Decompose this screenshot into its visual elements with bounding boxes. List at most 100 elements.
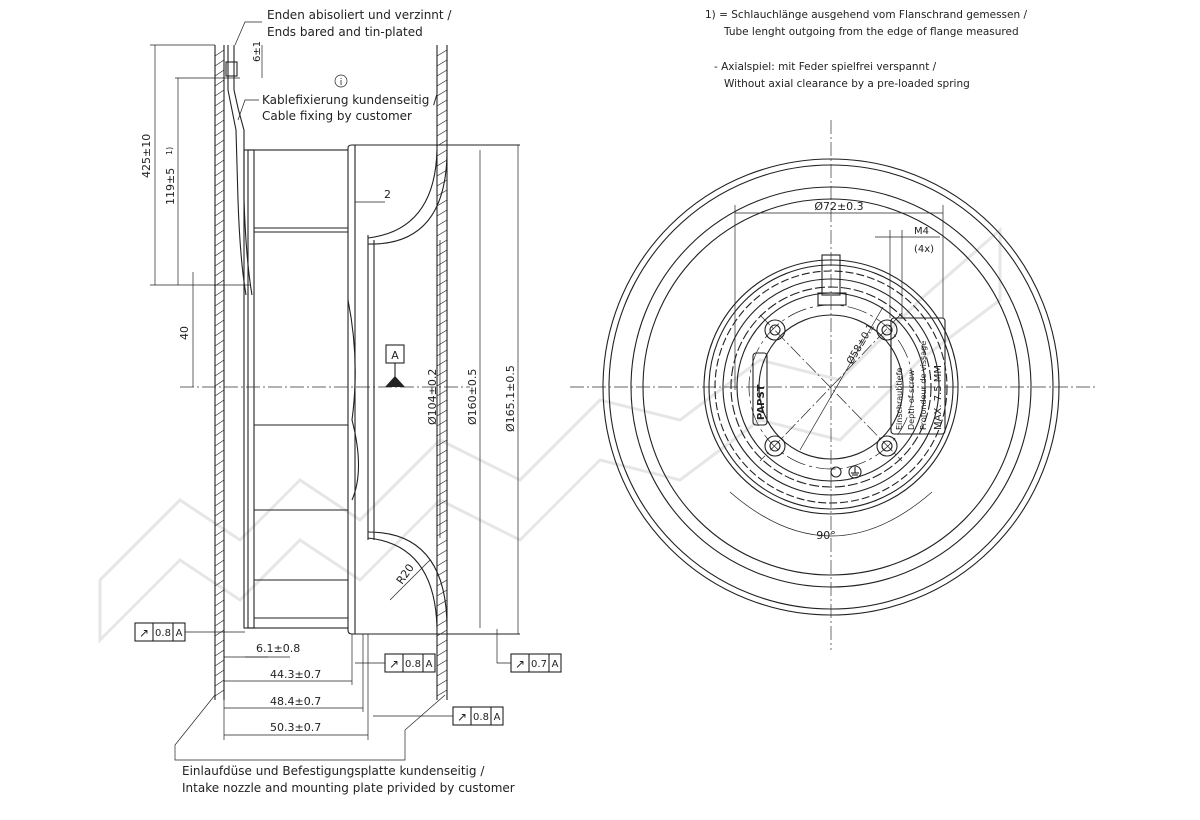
runout-symbol: ↗ bbox=[457, 710, 467, 724]
hatch-line bbox=[214, 569, 225, 577]
cable-sleeve bbox=[225, 61, 238, 77]
dim-425: 425±10 bbox=[140, 134, 153, 178]
footnote-en: Tube lenght outgoing from the edge of fl… bbox=[723, 26, 1019, 38]
hatch-line bbox=[214, 139, 225, 147]
hatch-line bbox=[214, 599, 225, 607]
hatch-line bbox=[436, 379, 448, 387]
hatch-line bbox=[436, 669, 448, 677]
dim-m4-count: (4x) bbox=[914, 244, 934, 255]
hatch-line bbox=[436, 259, 448, 267]
hatch-line bbox=[436, 339, 448, 347]
brand-logo: PAPST bbox=[756, 384, 767, 420]
hatch-line bbox=[436, 289, 448, 297]
hatch-line bbox=[436, 419, 448, 427]
hatch-line bbox=[436, 629, 448, 637]
hatch-line bbox=[436, 119, 448, 127]
hatch-line bbox=[436, 69, 448, 77]
brand-plate bbox=[752, 352, 768, 426]
leader-lines bbox=[234, 21, 262, 121]
tolerance-datum: A bbox=[176, 628, 183, 639]
intake-nozzle-bottom bbox=[367, 531, 448, 629]
axial-play-de: - Axialspiel: mit Feder spielfrei verspa… bbox=[714, 61, 937, 73]
tolerance-frame-3: ↗ 0.7 A bbox=[496, 629, 562, 673]
hatch-line bbox=[214, 469, 225, 477]
hatch-line bbox=[436, 679, 448, 687]
watermark bbox=[98, 226, 1002, 644]
hatch-line bbox=[436, 79, 448, 87]
dim-165: Ø165.1±0.5 bbox=[504, 365, 517, 432]
hatch-line bbox=[214, 179, 225, 187]
hatch-line bbox=[436, 149, 448, 157]
hatch-line bbox=[214, 499, 225, 507]
hatch-line bbox=[436, 649, 448, 657]
hatch-line bbox=[214, 559, 225, 567]
hatch-line bbox=[436, 559, 448, 567]
hatch-line bbox=[214, 119, 225, 127]
hatch-line bbox=[436, 509, 448, 517]
hatch-line bbox=[214, 329, 225, 337]
hatch-line bbox=[214, 439, 225, 447]
tolerance-value: 0.8 bbox=[473, 712, 489, 723]
hatch-line bbox=[214, 239, 225, 247]
hatch-line bbox=[436, 499, 448, 507]
general-notes: 1) = Schlauchlänge ausgehend vom Flansch… bbox=[705, 9, 1027, 90]
hatch-line bbox=[436, 249, 448, 257]
dim-72: Ø72±0.3 bbox=[814, 200, 863, 213]
hatch-line bbox=[436, 299, 448, 307]
runout-symbol: ↗ bbox=[389, 657, 399, 671]
hatch-line bbox=[436, 239, 448, 247]
hatch-line bbox=[214, 429, 225, 437]
dim-160: Ø160±0.5 bbox=[466, 369, 479, 425]
hatch-line bbox=[214, 99, 225, 107]
hatch-line bbox=[214, 369, 225, 377]
runout-symbol: ↗ bbox=[139, 626, 149, 640]
dim-6-1: 6.1±0.8 bbox=[256, 642, 300, 655]
hatch-line bbox=[214, 679, 225, 687]
hatch-line bbox=[436, 209, 448, 217]
hatch-line bbox=[214, 639, 225, 647]
hatch-line bbox=[214, 69, 225, 77]
note-intake-en: Intake nozzle and mounting plate privide… bbox=[182, 781, 515, 795]
hatch-line bbox=[436, 519, 448, 527]
hatch-line bbox=[214, 399, 225, 407]
hatch-line bbox=[214, 159, 225, 167]
hatch-line bbox=[214, 519, 225, 527]
hatch-line bbox=[214, 379, 225, 387]
screw-depth-label bbox=[890, 317, 946, 435]
hatch-line bbox=[436, 389, 448, 397]
hatch-line bbox=[214, 669, 225, 677]
dim-40: 40 bbox=[178, 326, 191, 340]
intake-nozzle-top bbox=[367, 149, 448, 245]
hatch-line bbox=[214, 539, 225, 547]
side-view: A 425±10 119±5 1) 6±1 40 2 Ø104±0.2 Ø160… bbox=[140, 21, 520, 761]
hatch-line bbox=[436, 179, 448, 187]
hatch-line bbox=[436, 49, 448, 57]
hatch-line bbox=[214, 149, 225, 157]
hatch-line bbox=[214, 249, 225, 257]
screw-depth-max: MAX. 7.5 MM bbox=[933, 365, 944, 430]
hatch-line bbox=[436, 689, 448, 697]
footnote-de: 1) = Schlauchlänge ausgehend vom Flansch… bbox=[705, 9, 1027, 21]
ground-icon bbox=[848, 465, 862, 479]
note-cable-ends-en: Ends bared and tin-plated bbox=[267, 25, 423, 39]
dim-119-note: 1) bbox=[165, 147, 174, 155]
hatch-line bbox=[214, 659, 225, 667]
hatch-line bbox=[214, 339, 225, 347]
hatch-line bbox=[436, 489, 448, 497]
hatch-line bbox=[436, 409, 448, 417]
screw-hole-icon bbox=[876, 319, 898, 341]
hatch-line bbox=[214, 459, 225, 467]
dim-50-3: 50.3±0.7 bbox=[270, 721, 321, 734]
hatch-line bbox=[214, 169, 225, 177]
hatch-line bbox=[214, 359, 225, 367]
hatch-line bbox=[436, 369, 448, 377]
hatch-line bbox=[214, 199, 225, 207]
hatch-line bbox=[214, 79, 225, 87]
screw-depth-line: Einschraubtiefe bbox=[895, 368, 904, 430]
hatch-line bbox=[214, 549, 225, 557]
hatch-line bbox=[436, 159, 448, 167]
note-cable-fixing-de: Kablefixierung kundenseitig / bbox=[262, 93, 438, 107]
screw-hole-icon bbox=[764, 319, 786, 341]
hatch-line bbox=[214, 229, 225, 237]
